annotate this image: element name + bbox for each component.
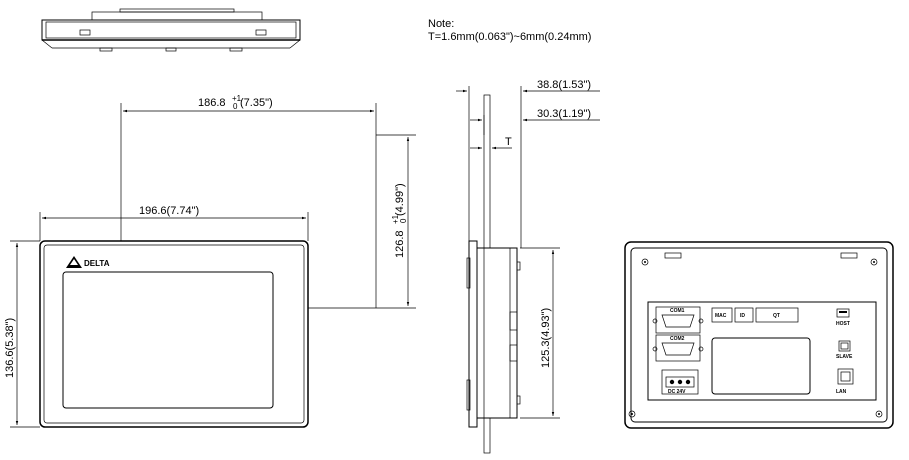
lan-label: LAN: [836, 389, 847, 395]
com2-label: COM2: [670, 336, 685, 342]
cutout-height-tol-upper: +1: [391, 214, 400, 224]
panel-height-label: 136.6(5.38"): [4, 318, 16, 378]
cutout-height-value: 126.8: [394, 230, 406, 258]
cutout-width-dimension: 186.8 +1 0 (7.35"): [120, 94, 380, 309]
cutout-width-tol-upper: +1: [232, 94, 242, 103]
thickness-label: T: [505, 136, 512, 148]
cutout-width-value: 186.8: [198, 97, 226, 109]
body-height-dimension: 125.3(4.93"): [520, 247, 560, 419]
depth-dimensions: 38.8(1.53") 30.3(1.19") T: [456, 79, 600, 248]
brand-logo-text: DELTA: [84, 259, 110, 268]
cutout-height-tol-lower: 0: [399, 218, 408, 223]
front-view: DELTA: [39, 240, 309, 428]
usb-slave-label: SLAVE: [836, 354, 853, 360]
side-view: [466, 94, 521, 454]
mount-hole-icon: [641, 258, 649, 266]
mount-hole-icon: [628, 410, 636, 418]
power-label: DC 24V: [668, 389, 686, 395]
mount-hole-icon: [875, 410, 883, 418]
cutout-width-inch: (7.35"): [240, 97, 273, 109]
db9-connector-icon: [652, 314, 704, 328]
note: Note: T=1.6mm(0.063")~6mm(0.24mm): [428, 18, 591, 43]
mac-label: MAC: [715, 313, 727, 319]
cutout-width-tol-lower: 0: [233, 102, 238, 111]
panel-height-dimension: 136.6(5.38"): [4, 240, 40, 428]
delta-logo-icon: [66, 256, 82, 268]
db9-connector-icon: [652, 342, 704, 356]
body-height-label: 125.3(4.93"): [540, 308, 552, 368]
mount-hole-icon: [870, 258, 878, 266]
panel-width-label: 196.6(7.74"): [139, 205, 199, 217]
cutout-height-dimension: 126.8 +1 0 (4.99"): [376, 134, 416, 309]
depth-body-label: 30.3(1.19"): [537, 108, 591, 120]
top-view: [41, 8, 301, 52]
depth-total-label: 38.8(1.53"): [537, 79, 591, 91]
note-body: T=1.6mm(0.063")~6mm(0.24mm): [428, 31, 591, 43]
id-label: ID: [740, 313, 745, 319]
note-title: Note:: [428, 18, 454, 30]
rear-view: COM1 COM2 DC 24V MAC ID QT: [624, 241, 894, 429]
com1-label: COM1: [670, 308, 685, 314]
panel-width-dimension: 196.6(7.74"): [39, 205, 309, 241]
cutout-height-inch: (4.99"): [394, 183, 406, 216]
usb-host-label: HOST: [836, 321, 850, 327]
power-terminal-icon: [665, 376, 695, 388]
qr-label: QT: [773, 313, 780, 319]
